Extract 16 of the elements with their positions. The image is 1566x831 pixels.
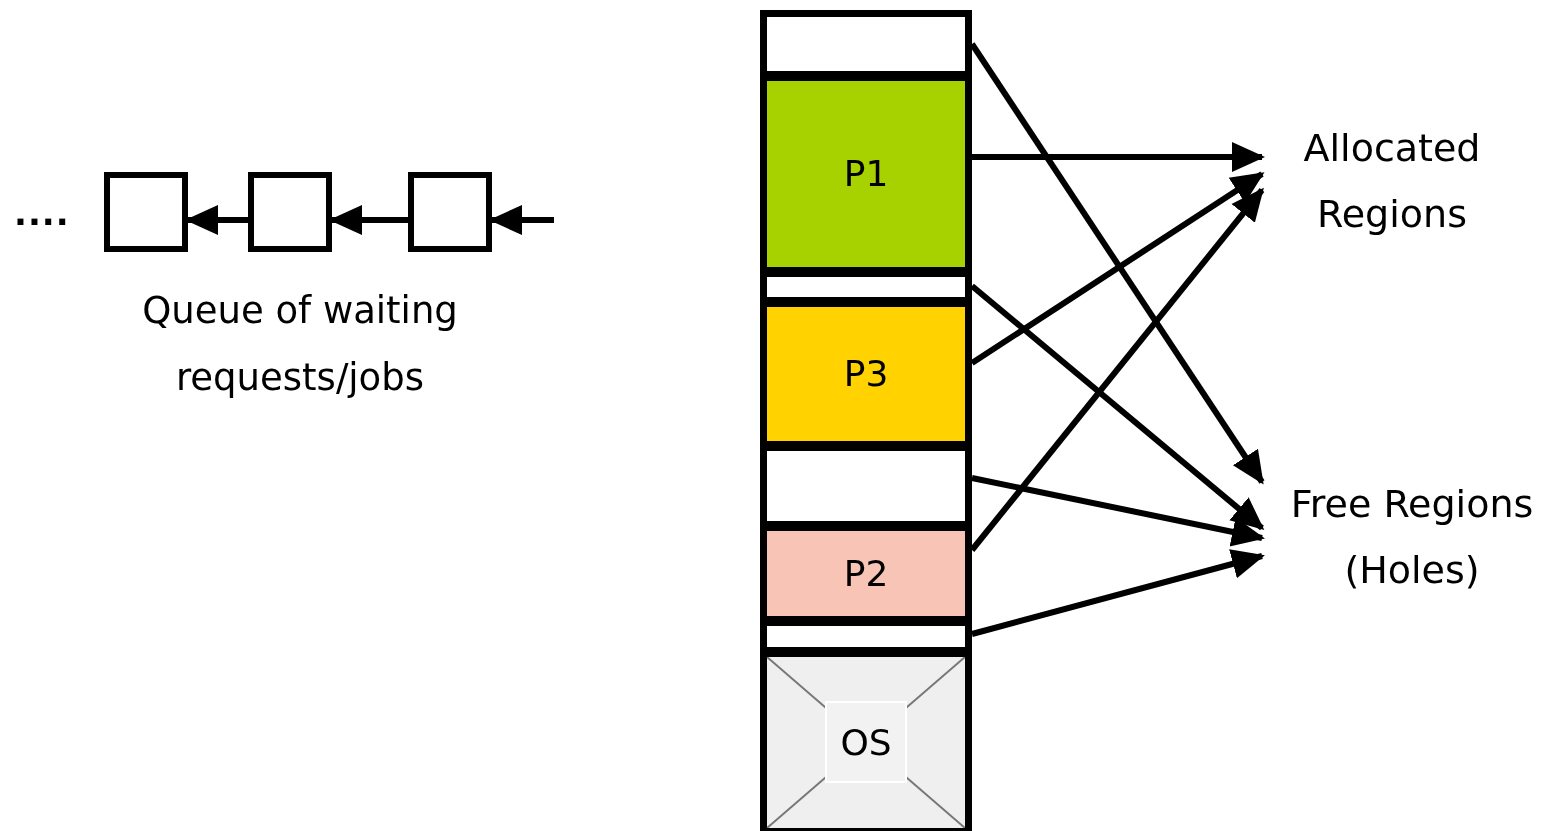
- region-name: P1: [843, 152, 889, 196]
- arrow: [972, 142, 1265, 172]
- region-name: OS: [840, 720, 892, 765]
- region-label: Free Regions (Holes): [1289, 480, 1535, 594]
- ellipsis: ....: [14, 192, 70, 235]
- queue-slot: [104, 172, 188, 252]
- queue-caption: Queue of waiting requests/jobs: [141, 288, 459, 401]
- queue-slot: [248, 172, 332, 252]
- queue-slot: [408, 172, 492, 252]
- region-label: Allocated Regions: [1302, 124, 1482, 238]
- arrow: [971, 549, 1265, 637]
- arrow: [970, 171, 1265, 366]
- region-name: P2: [843, 551, 889, 596]
- region-name: P3: [843, 352, 889, 396]
- arrow: [970, 283, 1265, 531]
- arrow: [971, 475, 1265, 547]
